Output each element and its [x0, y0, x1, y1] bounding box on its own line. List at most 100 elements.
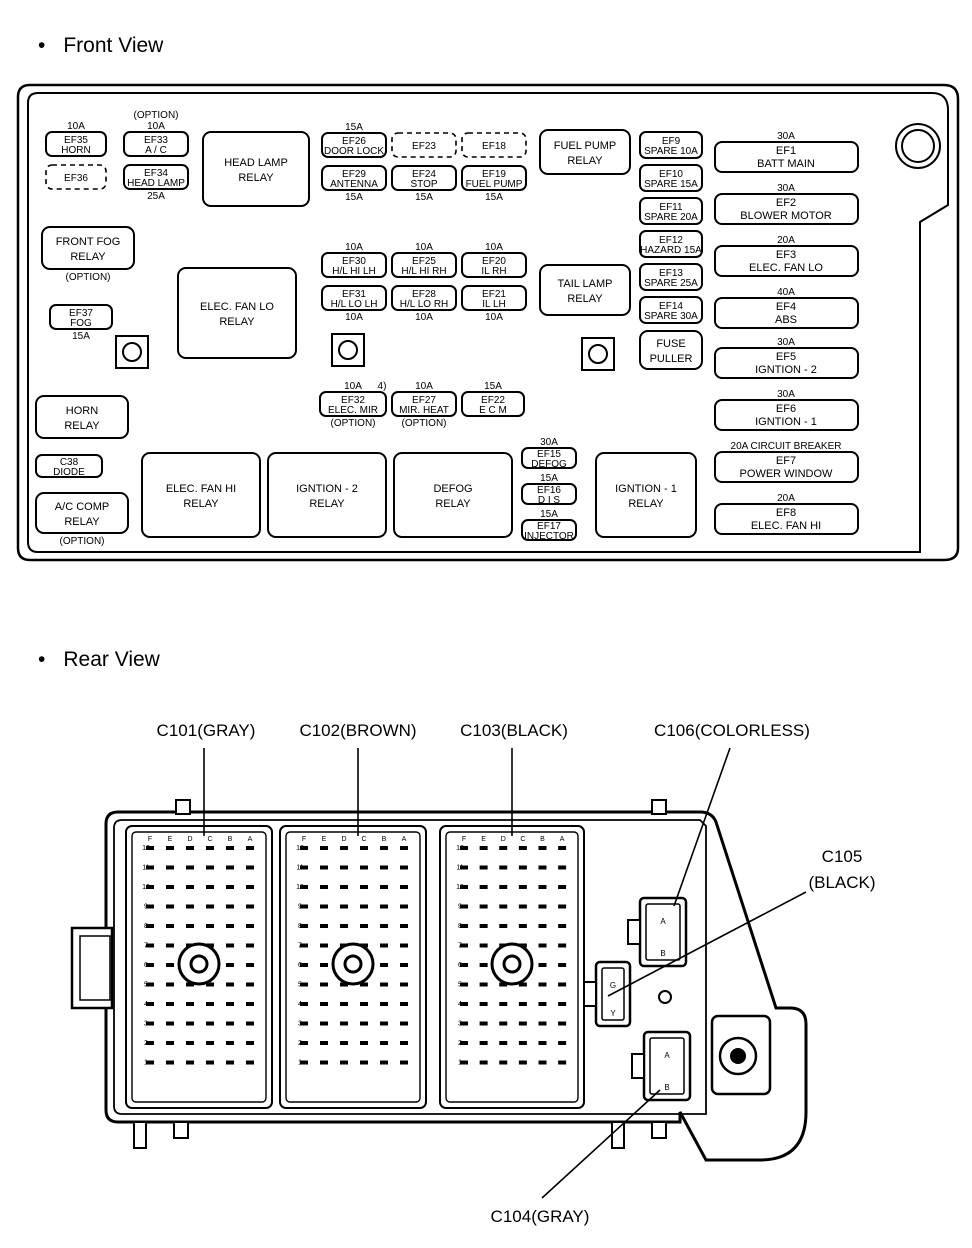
terminal-pin — [400, 924, 408, 928]
elec-fan-hi-relay-type: RELAY — [183, 498, 219, 510]
terminal-pin — [246, 982, 254, 987]
terminal-pin — [499, 1041, 508, 1045]
terminal-pin — [499, 982, 508, 987]
ac-comp-relay-type: RELAY — [64, 516, 100, 528]
column-letter: F — [462, 836, 466, 843]
column-letter: E — [481, 836, 486, 843]
terminal-pin — [186, 865, 194, 870]
terminal-pin — [558, 885, 567, 889]
terminal-pin — [538, 846, 547, 850]
ef17-circuit: INJECTOR — [524, 531, 574, 542]
terminal-pin — [300, 865, 308, 870]
terminal-pin — [300, 924, 308, 928]
terminal-pin — [226, 904, 234, 909]
terminal-pin — [186, 846, 194, 850]
terminal-pin — [518, 904, 527, 909]
terminal-pin — [380, 963, 388, 967]
terminal-pin — [538, 963, 547, 967]
terminal-pin — [226, 924, 234, 928]
ef20-circuit: IL RH — [481, 266, 506, 277]
terminal-pin — [479, 943, 488, 948]
ef19-bottom: 15A — [485, 192, 503, 203]
terminal-pin — [146, 846, 154, 850]
terminal-pin — [300, 1060, 308, 1065]
defog-relay-type: RELAY — [435, 498, 471, 510]
c38-circuit: DIODE — [53, 467, 85, 478]
terminal-pin — [166, 1041, 174, 1045]
terminal-pin — [380, 846, 388, 850]
ef17-rating: 15A — [540, 509, 558, 520]
front-fog-relay-name: FRONT FOG — [56, 236, 121, 248]
terminal-pin — [186, 904, 194, 909]
terminal-pin — [558, 1021, 567, 1026]
ef16-rating: 15A — [540, 473, 558, 484]
terminal-pin — [300, 885, 308, 889]
ef12-id: EF12 — [659, 235, 683, 246]
ef30-rating: 10A — [345, 242, 363, 253]
terminal-pin — [166, 924, 174, 928]
terminal-pin — [538, 924, 547, 928]
terminal-pin — [479, 1021, 488, 1026]
ef15-circuit: DEFOG — [531, 459, 567, 470]
ef9-circuit: SPARE 10A — [644, 146, 698, 157]
ef7-circuit: POWER WINDOW — [740, 468, 833, 480]
ef1-circuit: BATT MAIN — [757, 158, 815, 170]
terminal-pin — [479, 924, 488, 928]
terminal-pin — [320, 1002, 328, 1006]
ef15-rating: 30A — [540, 437, 558, 448]
column-letter: B — [228, 836, 233, 843]
mount-bolt-icon — [581, 337, 615, 371]
terminal-pin — [146, 963, 154, 967]
terminal-pin — [186, 1041, 194, 1045]
terminal-pin — [226, 982, 234, 987]
terminal-pin — [226, 885, 234, 889]
terminal-pin — [246, 865, 254, 870]
terminal-pin — [518, 924, 527, 928]
terminal-pin — [518, 1002, 527, 1006]
ef31-id: EF31 — [342, 289, 366, 300]
terminal-pin — [300, 943, 308, 948]
terminal-pin — [558, 1002, 567, 1006]
terminal-pin — [300, 846, 308, 850]
ef30-id: EF30 — [342, 256, 366, 267]
terminal-pin — [340, 1041, 348, 1045]
terminal-pin — [558, 943, 567, 948]
terminal-pin — [300, 1021, 308, 1026]
ef32-rating: 10A — [344, 381, 362, 392]
ignition-2-relay-type: RELAY — [309, 498, 345, 510]
terminal-pin — [246, 846, 254, 850]
ef33-id: EF33 — [144, 135, 168, 146]
terminal-pin — [558, 865, 567, 870]
ef21-id: EF21 — [482, 289, 506, 300]
terminal-pin — [380, 1002, 388, 1006]
terminal-pin — [146, 943, 154, 948]
terminal-pin — [360, 1021, 368, 1026]
terminal-pin — [460, 1002, 468, 1006]
mount-bolt-icon — [331, 333, 365, 367]
horn-relay-type: RELAY — [64, 420, 100, 432]
terminal-pin — [479, 1060, 488, 1065]
terminal-pin — [460, 963, 468, 967]
ef37-circuit: FOG — [70, 318, 92, 329]
ac-comp-relay-name: A/C COMP — [55, 501, 109, 513]
head-lamp-relay-type: RELAY — [238, 172, 274, 184]
terminal-pin — [558, 1060, 567, 1065]
ef19-circuit: FUEL PUMP — [466, 179, 523, 190]
ef2-id: EF2 — [776, 197, 796, 209]
terminal-pin — [518, 982, 527, 987]
ignition-1-relay-type: RELAY — [628, 498, 664, 510]
ef9-id: EF9 — [662, 136, 681, 147]
terminal-pin — [538, 1021, 547, 1026]
c106-label: C106(COLORLESS) — [654, 721, 810, 740]
terminal-pin — [499, 1021, 508, 1026]
terminal-pin — [146, 1021, 154, 1026]
ef27-rating: 10A — [415, 381, 433, 392]
terminal-pin — [166, 904, 174, 909]
ignition-1-relay-name: IGNTION - 1 — [615, 483, 677, 495]
